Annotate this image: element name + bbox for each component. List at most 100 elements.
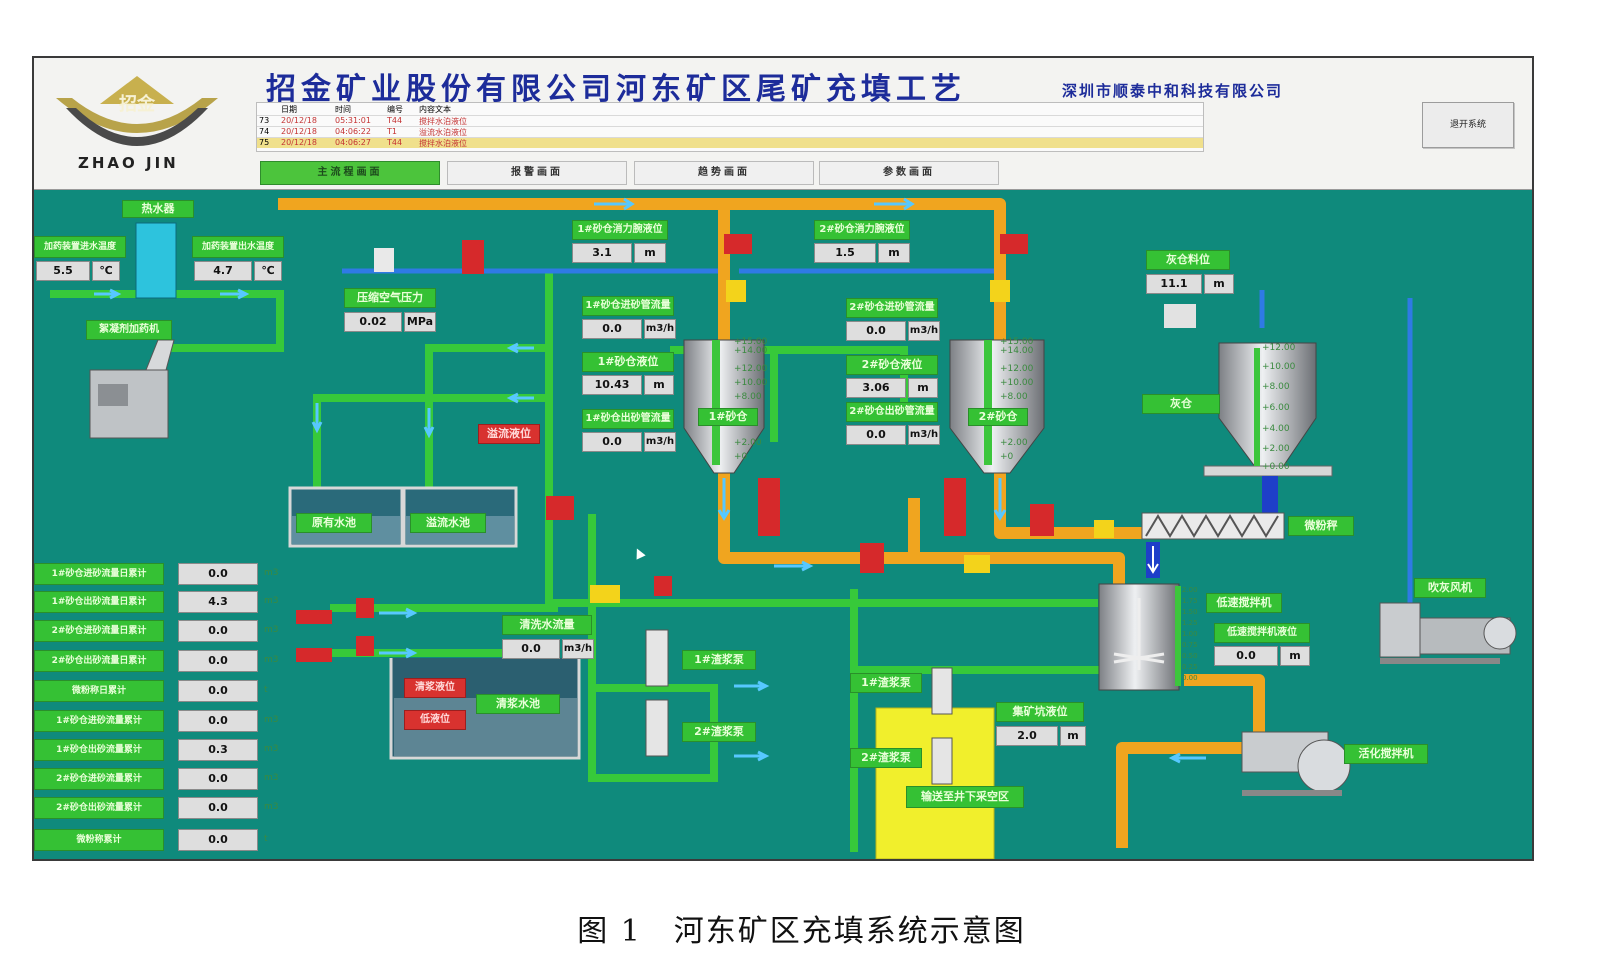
silo2-level-label: 2#砂仓液位 (846, 355, 938, 375)
scale-tick: +0 (734, 452, 748, 462)
tab-alarm[interactable]: 报警画面 (447, 161, 627, 185)
silo1-level-label: 1#砂仓液位 (582, 352, 674, 372)
silo2-outflow-value: 0.0 (846, 425, 906, 445)
scale-tick: +12.00 (734, 364, 768, 374)
ash-level-label: 灰仓料位 (1146, 250, 1230, 270)
mixer-level-value: 0.0 (1214, 646, 1278, 666)
scale-tick: 1.25 (1182, 619, 1198, 627)
silo1-outflow-value: 0.0 (582, 432, 642, 452)
total-unit: m3 (264, 715, 279, 725)
total-label: 1#砂仓出砂流量累计 (34, 739, 164, 761)
silo2-level-value: 3.06 (846, 378, 906, 398)
scale-tick: +0 (1000, 452, 1014, 462)
silo2-outflow-unit: m3/h (908, 425, 940, 445)
delivery-label: 输送至井下采空区 (906, 786, 1024, 808)
tab-main-flow[interactable]: 主流程画面 (260, 161, 440, 185)
wash-flow-value: 0.0 (502, 639, 560, 659)
activation-mixer-label: 活化搅拌机 (1344, 744, 1428, 764)
valve-icon (296, 234, 1196, 662)
total-label: 2#砂仓进砂流量日累计 (34, 620, 164, 642)
sump-level-unit: m (1060, 726, 1086, 746)
row-date: 20/12/18 (281, 116, 317, 125)
scale-tick: +15.00 (1000, 337, 1034, 347)
silo1-fluid-unit: m (634, 243, 666, 263)
clean-pool-label: 清浆水池 (476, 694, 560, 714)
silo1-inflow-value: 0.0 (582, 319, 642, 339)
row-code: T44 (387, 116, 403, 125)
mixer-level-unit: m (1280, 646, 1310, 666)
scale-tick: 0.50 (1182, 652, 1198, 660)
total-value: 0.3 (178, 739, 258, 761)
air-pressure-unit: MPa (404, 312, 436, 332)
silo1-fluid-label: 1#砂仓消力腕液位 (572, 220, 668, 240)
scale-tick: 0.00 (1182, 674, 1198, 682)
row-text: 溢流水泊液位 (419, 128, 467, 137)
total-value: 0.0 (178, 650, 258, 672)
scale-tick: 2.00 (1182, 586, 1198, 594)
silo2-fluid-value: 1.5 (814, 243, 876, 263)
row-time: 04:06:27 (335, 138, 371, 147)
row-time: 05:31:01 (335, 116, 371, 125)
scale-tick: 1.00 (1182, 630, 1198, 638)
tab-parameter[interactable]: 参数画面 (819, 161, 999, 185)
figure-caption: 图 1 河东矿区充填系统示意图 (577, 914, 1026, 949)
total-value: 0.0 (178, 680, 258, 702)
blower-fan-icon (1379, 602, 1517, 664)
scale-tick: 0.25 (1182, 663, 1198, 671)
silo2-name-label: 2#砂仓 (968, 408, 1028, 426)
tab-trend[interactable]: 趋势画面 (634, 161, 814, 185)
air-pressure-value: 0.02 (344, 312, 402, 332)
total-value: 4.3 (178, 591, 258, 613)
activation-mixer-icon (1241, 731, 1351, 796)
total-unit: m3 (264, 744, 279, 754)
heater-out-temp-value: 4.7 (194, 261, 252, 281)
row-text: 搅拌水泊液位 (419, 139, 467, 148)
scale-tick: +15.00 (734, 337, 768, 347)
wash-flow-label: 清洗水流量 (502, 615, 592, 635)
overflow-pool-label: 溢流水池 (410, 513, 486, 533)
silo1-outflow-label: 1#砂仓出砂管流量 (582, 409, 674, 429)
svg-text:招金: 招金 (119, 93, 156, 115)
silo2-fluid-label: 2#砂仓消力腕液位 (814, 220, 910, 240)
system-button[interactable]: 退开系统 (1422, 102, 1514, 148)
table-row[interactable]: 74 20/12/18 04:06:22 T1 溢流水泊液位 (257, 126, 1203, 137)
silo1-fluid-value: 3.1 (572, 243, 632, 263)
total-value: 0.0 (178, 710, 258, 732)
total-label: 1#砂仓进砂流量累计 (34, 710, 164, 732)
scale-tick: 0.75 (1182, 641, 1198, 649)
table-row[interactable]: 73 20/12/18 05:31:01 T44 搅拌水泊液位 (257, 115, 1203, 126)
alarm-log-header: 日期 时间 编号 内容文本 (257, 104, 1203, 114)
table-row[interactable]: 75 20/12/18 04:06:27 T44 搅拌水泊液位 (257, 137, 1203, 148)
row-no: 74 (259, 127, 270, 136)
total-label: 2#砂仓出砂流量累计 (34, 797, 164, 819)
flow-arrow-icon (94, 197, 1206, 764)
pump2-label: 2#渣浆泵 (682, 722, 756, 742)
scale-tick: +8.00 (1262, 382, 1290, 392)
down-arrow-icon (1147, 546, 1159, 574)
air-pipes (342, 268, 1413, 603)
scale-tick: +6.00 (1262, 403, 1290, 413)
silo2-inflow-unit: m3/h (908, 321, 940, 341)
heater-label: 热水器 (122, 200, 194, 218)
row-date: 20/12/18 (281, 127, 317, 136)
total-unit: m3 (264, 568, 279, 578)
air-pressure-label: 压缩空气压力 (344, 288, 436, 308)
total-label: 微粉称日累计 (34, 680, 164, 702)
col-code: 编号 (387, 105, 403, 114)
silo2-inflow-label: 2#砂仓进砂管流量 (846, 298, 938, 318)
ash-silo-icon (1203, 342, 1333, 516)
scale-label: 微粉秤 (1288, 516, 1354, 536)
total-unit: m3 (264, 625, 279, 635)
total-unit: m3 (264, 655, 279, 665)
scale-tick: +10.00 (734, 378, 768, 388)
clean-pool-level-alarm: 清浆液位 (404, 678, 466, 698)
silo2-level-unit: m (908, 378, 938, 398)
scale-tick: +14.00 (734, 346, 768, 356)
logo-text: ZHAO JIN (78, 154, 179, 172)
total-value: 0.0 (178, 563, 258, 585)
sump-level-value: 2.0 (996, 726, 1058, 746)
feed-pump2-label: 2#渣浆泵 (850, 748, 922, 768)
heater-out-temp-label: 加药装置出水温度 (192, 236, 284, 258)
alarm-log-table[interactable]: 日期 时间 编号 内容文本 73 20/12/18 05:31:01 T44 搅… (256, 102, 1204, 152)
scale-tick: +12.00 (1262, 343, 1296, 353)
